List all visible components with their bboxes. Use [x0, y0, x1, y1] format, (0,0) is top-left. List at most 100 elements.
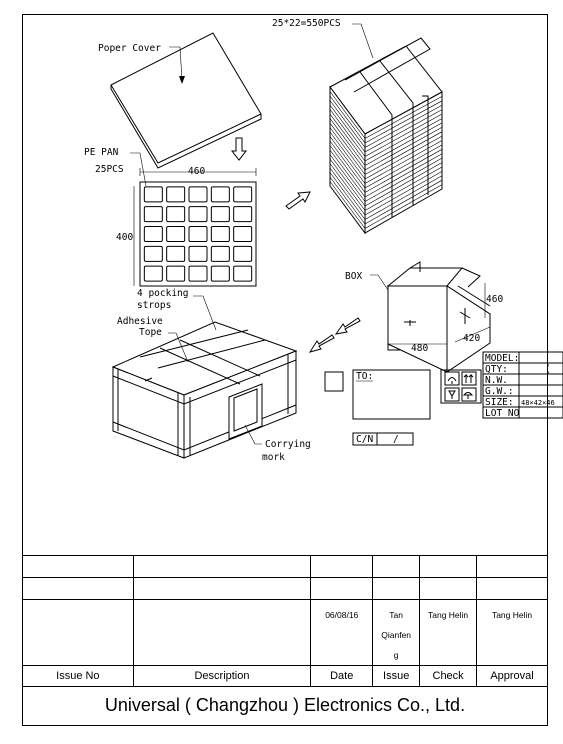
pan-pocket: [188, 226, 208, 242]
box-length-dim: 480: [411, 343, 428, 354]
revision-row-empty: [22, 555, 548, 578]
handling-symbols: [440, 369, 482, 404]
stack-layer-line: [329, 131, 366, 180]
pan-pocket: [210, 226, 230, 242]
stack-layer-line: [364, 179, 443, 225]
company-name: Universal ( Changzhou ) Electronics Co.,…: [104, 695, 466, 715]
pan-pocket: [143, 186, 163, 203]
stack-layer-line: [329, 172, 366, 220]
cn-separator: /: [393, 434, 399, 445]
spec-lot-no: LOT NO: [485, 408, 520, 419]
pe-pan-tray: [139, 181, 257, 287]
title-block-header-row: Issue No Description Date Issue Check Ap…: [22, 665, 548, 687]
stack-layer-line: [364, 131, 443, 175]
paper-cover: [110, 32, 262, 169]
cn-label-box: [352, 432, 414, 446]
stack-layer-line: [364, 166, 443, 211]
stack-layer-line: [364, 104, 443, 148]
stack-layer-line: [364, 149, 443, 193]
revision-checker: Tang Helin: [419, 599, 478, 666]
pan-pocket: [210, 265, 230, 282]
stack-layer-line: [329, 167, 366, 216]
pallet-stack: 25*22=550PCS: [272, 18, 443, 235]
spec-table: MODEL: QTY: ( N.W. G.W.: SIZE: 48×42×46 …: [482, 351, 563, 419]
box-height-dim: 460: [486, 294, 503, 305]
title-block-table: 06/08/16 Tan Qianfen g Tang Helin Tang H…: [22, 555, 548, 687]
pe-pan-qty: 25PCS: [95, 164, 124, 175]
stack-layer-line: [329, 104, 366, 153]
header-issue-no: Issue No: [22, 665, 134, 687]
stack-layer-line: [364, 171, 443, 216]
stack-layer-line: [329, 163, 366, 211]
header-description: Description: [132, 665, 312, 687]
header-approval: Approval: [476, 665, 548, 687]
down-arrow-icon: [230, 137, 248, 161]
header-date: Date: [310, 665, 374, 687]
keep-dry-icon: [444, 371, 460, 386]
revision-row: 06/08/16 Tan Qianfen g Tang Helin Tang H…: [22, 599, 548, 666]
box-width-dim: 420: [463, 333, 480, 344]
pan-pocket: [166, 245, 186, 262]
stack-layer-line: [329, 176, 366, 225]
pan-pocket: [233, 186, 253, 203]
pan-pocket: [233, 226, 253, 242]
cn-label: C/N: [356, 434, 373, 445]
spec-model: MODEL:: [485, 353, 519, 364]
spec-qty-value: (: [545, 364, 551, 375]
stack-layer-line: [364, 162, 443, 207]
stack-layer-line: [364, 118, 443, 162]
stack-layer-line: [364, 96, 443, 139]
stack-layer-line: [329, 109, 366, 157]
pan-pocket: [233, 265, 253, 282]
strap-label-line1: 4 pocking: [137, 288, 188, 299]
stack-layer-line: [364, 184, 443, 229]
box-label: BOX: [345, 271, 362, 282]
pan-pocket: [188, 186, 208, 203]
pan-height-dim: 400: [116, 232, 133, 243]
header-check: Check: [419, 665, 478, 687]
stack-layer-line: [329, 122, 366, 171]
packed-pallet: [111, 321, 298, 459]
issuer-line-2: Qianfen: [381, 630, 412, 640]
spec-gw: G.W.:: [485, 386, 514, 397]
small-label-square: [324, 371, 344, 392]
pan-pocket: [188, 206, 208, 223]
stack-layer-line: [329, 113, 366, 162]
drawing-sheet-border: [22, 14, 548, 726]
pallet-stack-label: 25*22=550PCS: [272, 18, 341, 29]
umbrella-icon: [461, 387, 477, 402]
carton-box: [386, 261, 491, 373]
stack-layer-line: [329, 100, 366, 148]
arrow-right-up-icon: [285, 191, 311, 210]
pan-pocket: [210, 206, 230, 223]
pan-pocket: [143, 226, 163, 242]
stack-layer-line: [329, 136, 366, 184]
stack-layer-line: [329, 149, 366, 198]
pan-pocket: [166, 206, 186, 223]
stack-layer-line: [329, 95, 366, 144]
header-issue: Issue: [372, 665, 421, 687]
pan-pocket: [233, 206, 253, 223]
stack-layer-line: [329, 118, 366, 166]
revision-row-empty: [22, 577, 548, 600]
stack-layer-line: [329, 127, 366, 175]
arrow-left-down-icon: [308, 317, 361, 353]
stack-layer-line: [329, 181, 366, 229]
tape-label-line2: Tope: [139, 327, 162, 338]
pe-pan-label: PE PAN: [84, 147, 119, 158]
paper-cover-label: Poper Cover: [98, 43, 161, 54]
pan-pocket: [188, 265, 208, 282]
fragile-icon: [444, 387, 460, 402]
stack-layer-line: [364, 100, 443, 144]
stack-layer-line: [364, 127, 443, 171]
stack-layer-line: [364, 175, 443, 220]
revision-date: 06/08/16: [310, 599, 374, 666]
stack-layer-line: [364, 109, 443, 153]
stack-layer-line: [364, 157, 443, 202]
revision-approver: Tang Helin: [476, 599, 548, 666]
stack-layer-line: [329, 154, 366, 202]
stack-layer-line: [329, 140, 366, 189]
stack-layer-line: [364, 144, 443, 189]
pan-width-dim: 460: [188, 166, 205, 177]
spec-qty: QTY:: [485, 364, 508, 375]
